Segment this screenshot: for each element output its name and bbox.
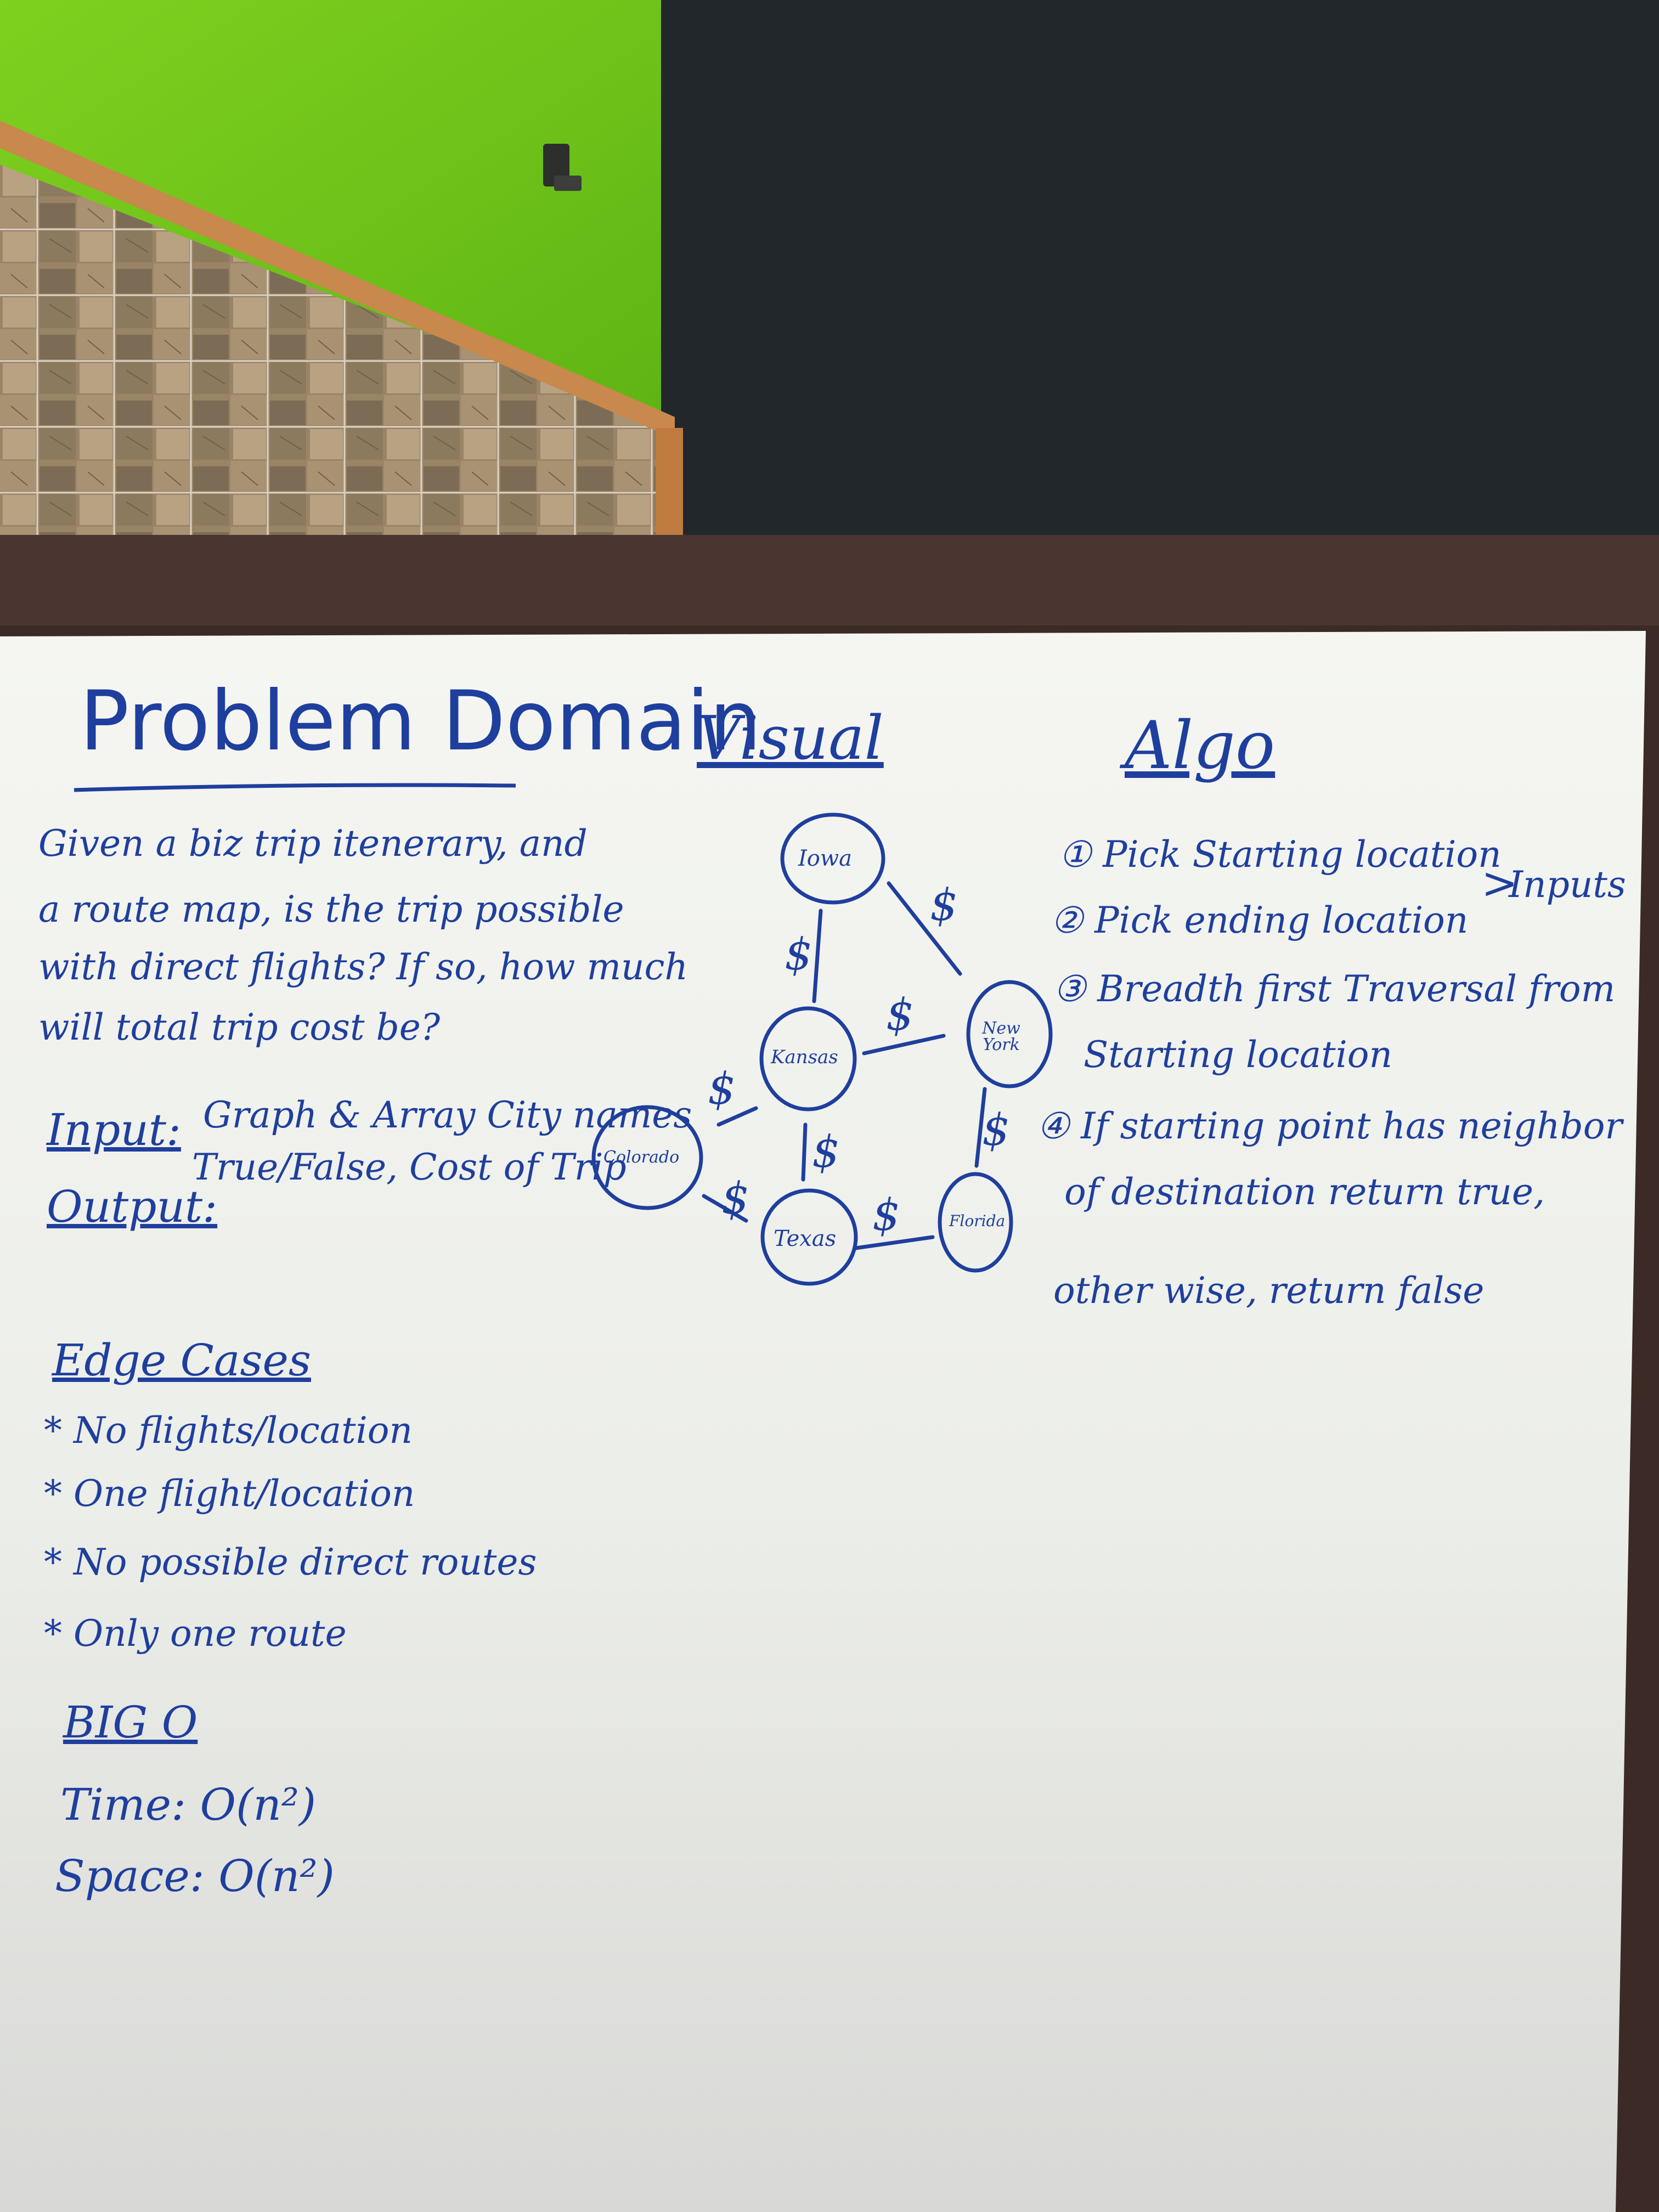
edge-case-item: * No flights/location <box>44 1409 413 1452</box>
edge-cost-label: $ <box>785 929 812 980</box>
node-label-iowa: Iowa <box>798 846 852 871</box>
description-line: with direct flights? If so, how much <box>38 946 689 988</box>
inputs-label: Inputs <box>1509 864 1626 906</box>
input-text: Graph & Array City names <box>203 1094 692 1136</box>
description-line: a route map, is the trip possible <box>38 888 624 930</box>
edge-cases-title: Edge Cases <box>52 1335 311 1386</box>
description-line: will total trip cost be? <box>38 1006 441 1048</box>
edge-kansas-texas <box>801 1122 808 1182</box>
aerial-map-poster <box>0 165 669 554</box>
edge-kansas-colorado <box>716 1106 758 1127</box>
node-colorado <box>591 1105 703 1210</box>
node-new-york <box>966 980 1053 1088</box>
algo-step: ④ If starting point has neighbor <box>1037 1105 1623 1147</box>
output-label: Output: <box>47 1181 218 1232</box>
edge-case-item: * No possible direct routes <box>44 1541 537 1583</box>
node-florida <box>938 1172 1013 1273</box>
algo-step: ① Pick Starting location <box>1059 833 1502 876</box>
node-label-new-york: New York <box>982 1019 1020 1054</box>
algo-step: of destination return true, <box>1064 1171 1545 1213</box>
output-text: True/False, Cost of Trip <box>192 1146 627 1188</box>
poster-frame-top <box>0 121 675 439</box>
node-iowa <box>780 812 885 905</box>
node-label-colorado: Colorado <box>603 1148 680 1167</box>
algo-step: Starting location <box>1084 1034 1393 1076</box>
title-underline <box>74 783 516 792</box>
problem-domain-title: Problem Domain <box>80 674 761 769</box>
big-o-space: Space: O(n²) <box>55 1850 335 1901</box>
node-label-kansas: Kansas <box>771 1046 838 1068</box>
edge-cost-label: $ <box>930 879 958 930</box>
node-texas <box>760 1188 858 1286</box>
algo-step: ③ Breadth first Traversal from <box>1053 968 1616 1010</box>
whiteboard-surface <box>0 631 1646 2212</box>
algo-step: ② Pick ending location <box>1051 899 1469 941</box>
edge-cost-label: $ <box>872 1189 900 1240</box>
edge-cost-label: $ <box>886 989 914 1040</box>
big-o-time: Time: O(n²) <box>60 1779 317 1830</box>
edge-case-item: * Only one route <box>44 1612 347 1655</box>
edge-cost-label: $ <box>721 1173 749 1224</box>
edge-cost-label: $ <box>982 1104 1010 1155</box>
edge-iowa-newyork <box>887 881 962 976</box>
edge-texas-florida <box>854 1235 935 1250</box>
algo-step: other wise, return false <box>1053 1269 1485 1312</box>
edge-iowa-kansas <box>812 909 823 1003</box>
edge-newyork-florida <box>974 1087 987 1168</box>
inputs-brace-icon: > <box>1481 857 1519 909</box>
edge-cost-label: $ <box>812 1126 840 1177</box>
edge-kansas-newyork <box>862 1034 946 1056</box>
visual-title: Visual <box>697 703 884 773</box>
description-line: Given a biz trip itenerary, and <box>38 822 588 865</box>
edge-case-item: * One flight/location <box>44 1472 415 1515</box>
node-kansas <box>759 1006 857 1111</box>
edge-colorado-texas <box>702 1194 748 1223</box>
big-o-title: BIG O <box>63 1697 198 1748</box>
node-label-florida: Florida <box>949 1212 1006 1230</box>
input-label: Input: <box>47 1104 181 1155</box>
node-label-texas: Texas <box>774 1226 837 1251</box>
algo-title: Algo <box>1125 708 1276 784</box>
edge-cost-label: $ <box>708 1063 736 1114</box>
